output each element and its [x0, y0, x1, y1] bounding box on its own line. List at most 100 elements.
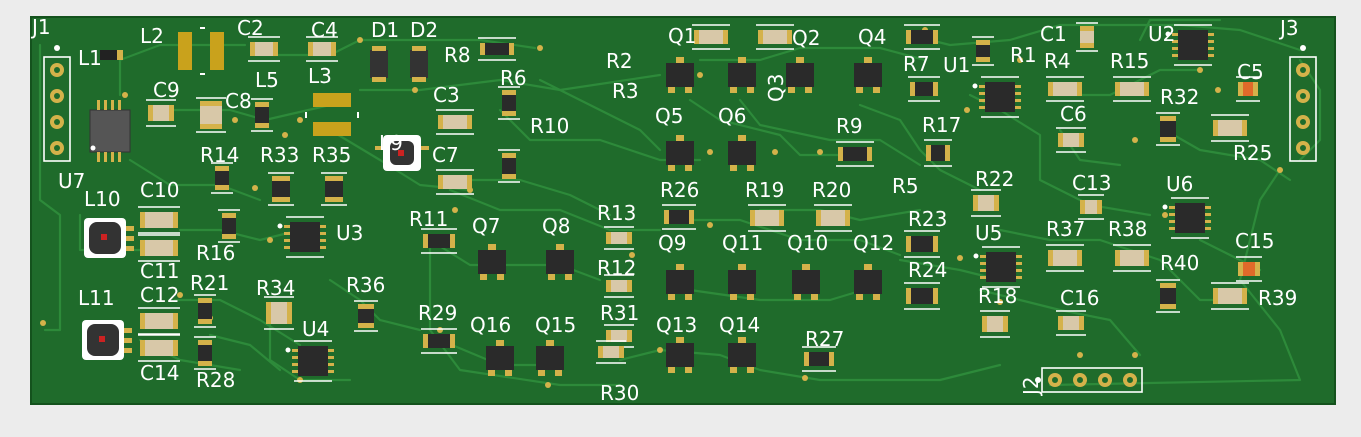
silk-label: J1	[30, 15, 51, 39]
silk-label: D1	[371, 18, 399, 42]
silk-label: Q12	[853, 231, 894, 255]
passive-part	[436, 109, 474, 135]
silk-label: L3	[308, 64, 332, 88]
l9-part	[375, 135, 429, 171]
silk-label: Q9	[658, 231, 686, 255]
passive-part	[924, 139, 952, 167]
silk-label: U6	[1166, 172, 1193, 196]
passive-part	[196, 97, 226, 133]
ic-part	[285, 340, 334, 382]
passive-part	[662, 204, 696, 230]
passive-part	[971, 189, 1001, 217]
silk-label: L1	[78, 46, 102, 70]
silk-label: R13	[597, 201, 636, 225]
silk-label: Q1	[668, 24, 696, 48]
silk-label: R11	[409, 207, 448, 231]
silk-label: C1	[1040, 22, 1067, 46]
passive-part	[211, 162, 233, 194]
l10-part	[84, 218, 134, 258]
silk-label: R29	[418, 301, 457, 325]
silk-label: R30	[600, 381, 639, 405]
ic-packages	[277, 24, 1214, 382]
silk-label: L9	[379, 131, 403, 155]
transistor-part	[666, 135, 694, 171]
silk-label: Q2	[792, 26, 820, 50]
silk-label: R38	[1108, 217, 1147, 241]
passive-part	[1156, 279, 1180, 313]
silk-label: L11	[78, 286, 115, 310]
silk-label: C12	[140, 283, 179, 307]
silk-label: R17	[922, 113, 961, 137]
transistor-part	[792, 264, 820, 300]
silk-label: R16	[196, 241, 235, 265]
passive-part	[814, 204, 852, 232]
transistor-part	[486, 340, 514, 376]
transistor-part	[728, 337, 756, 373]
silk-label: C11	[140, 259, 179, 283]
vias	[40, 27, 1283, 388]
silk-label: R18	[978, 284, 1017, 308]
silk-label: R40	[1160, 251, 1199, 275]
passive-part	[836, 141, 874, 167]
silk-label: L5	[255, 68, 279, 92]
silk-label: C14	[140, 361, 179, 385]
passive-part	[194, 336, 216, 370]
passive-part	[1113, 76, 1151, 102]
passive-part	[354, 300, 378, 332]
silk-label: L10	[84, 187, 121, 211]
silk-label: C13	[1072, 171, 1111, 195]
passive-part	[1046, 76, 1084, 102]
passive-part	[478, 37, 516, 61]
passive-part	[604, 274, 634, 298]
ic-part	[972, 76, 1021, 118]
silk-label: Q10	[787, 231, 828, 255]
ic-part	[973, 246, 1022, 288]
passive-part	[904, 282, 940, 310]
silk-label: C16	[1060, 286, 1099, 310]
passive-part	[436, 169, 474, 195]
silk-label: Q16	[470, 313, 511, 337]
silk-label: Q6	[718, 104, 746, 128]
silk-label: R5	[892, 174, 919, 198]
silk-label: Q3	[764, 74, 788, 102]
passive-part	[1076, 22, 1098, 52]
silk-label: C3	[433, 83, 460, 107]
silk-label: U7	[58, 169, 85, 193]
connector-j1	[43, 45, 71, 162]
silk-label: R4	[1044, 49, 1071, 73]
transistor-part	[728, 135, 756, 171]
passive-part	[692, 24, 730, 50]
silk-label: Q14	[719, 313, 760, 337]
passive-part	[321, 172, 347, 206]
silk-label: R7	[903, 52, 930, 76]
silk-label: Q8	[542, 214, 570, 238]
silk-label: R6	[500, 66, 527, 90]
transistor-part	[728, 57, 756, 93]
passive-part	[1056, 310, 1086, 336]
silk-label: C2	[237, 16, 264, 40]
silk-label: R3	[612, 79, 639, 103]
transistor-part	[546, 244, 574, 280]
passive-part	[138, 307, 180, 335]
ic-part	[1162, 197, 1211, 239]
silk-label: R36	[346, 273, 385, 297]
silk-label: C9	[153, 78, 180, 102]
silk-label: C15	[1235, 229, 1274, 253]
passive-part	[1113, 244, 1151, 272]
silk-label: Q5	[655, 104, 683, 128]
passive-part	[264, 296, 294, 330]
silk-label: R20	[812, 178, 851, 202]
ic-part	[1165, 24, 1214, 66]
passive-part	[1046, 244, 1084, 272]
silk-label: C10	[140, 178, 179, 202]
silk-label: R33	[260, 143, 299, 167]
passive-part	[748, 204, 786, 232]
passive-part	[138, 334, 180, 362]
passive-part	[972, 36, 994, 66]
silk-label: U1	[943, 53, 970, 77]
passive-part	[421, 228, 457, 254]
transistor-part	[728, 264, 756, 300]
silk-label: R19	[745, 178, 784, 202]
silk-label: Q7	[472, 214, 500, 238]
